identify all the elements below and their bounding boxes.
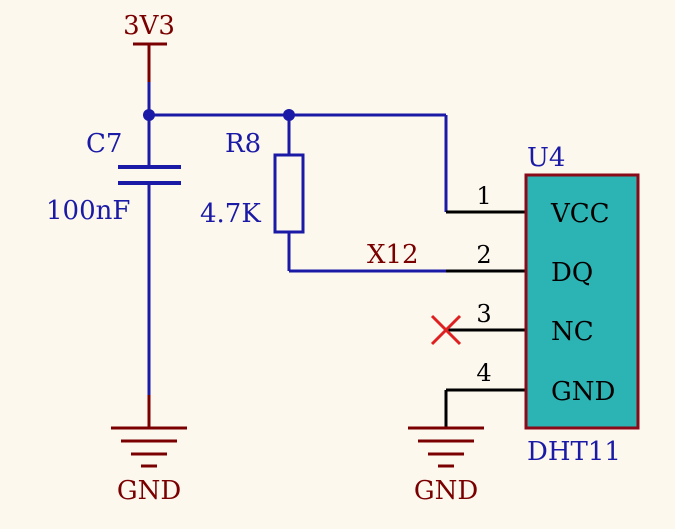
ic-part-name: DHT11: [527, 437, 621, 467]
power-label: 3V3: [123, 11, 175, 41]
ground-label-right: GND: [414, 476, 478, 506]
pin-name: VCC: [550, 199, 610, 229]
capacitor-value: 100nF: [46, 196, 130, 226]
pin-lines: [444, 210, 526, 428]
capacitor-ref: C7: [86, 129, 122, 159]
resistor-ref: R8: [225, 129, 261, 159]
ground-label-left: GND: [117, 476, 181, 506]
ground-symbol-left: [111, 426, 187, 468]
ic-u4: U4 DHT11 VCC DQ NC GND: [524, 143, 640, 467]
pin-number: 1: [476, 182, 491, 210]
pin-name: GND: [551, 377, 615, 407]
wires: [147, 82, 448, 395]
pin-name: DQ: [551, 258, 593, 288]
pin-numbers: 1 2 3 4: [476, 182, 491, 387]
pin-number: 2: [476, 241, 491, 269]
ground-symbol-right: [408, 426, 484, 468]
net-label: X12: [367, 240, 419, 270]
junction-dot: [143, 109, 155, 121]
junction-dot: [283, 109, 295, 121]
pin-name: NC: [551, 317, 594, 347]
power-symbol-3v3: 3V3: [123, 11, 175, 82]
pin-number: 3: [476, 300, 491, 328]
pin-number: 4: [476, 359, 491, 387]
resistor-value: 4.7K: [200, 199, 261, 229]
no-connect-icon: [430, 314, 462, 346]
resistor-r8: R8 4.7K: [200, 129, 305, 234]
ic-ref: U4: [527, 143, 565, 173]
capacitor-c7: C7 100nF: [46, 129, 181, 226]
